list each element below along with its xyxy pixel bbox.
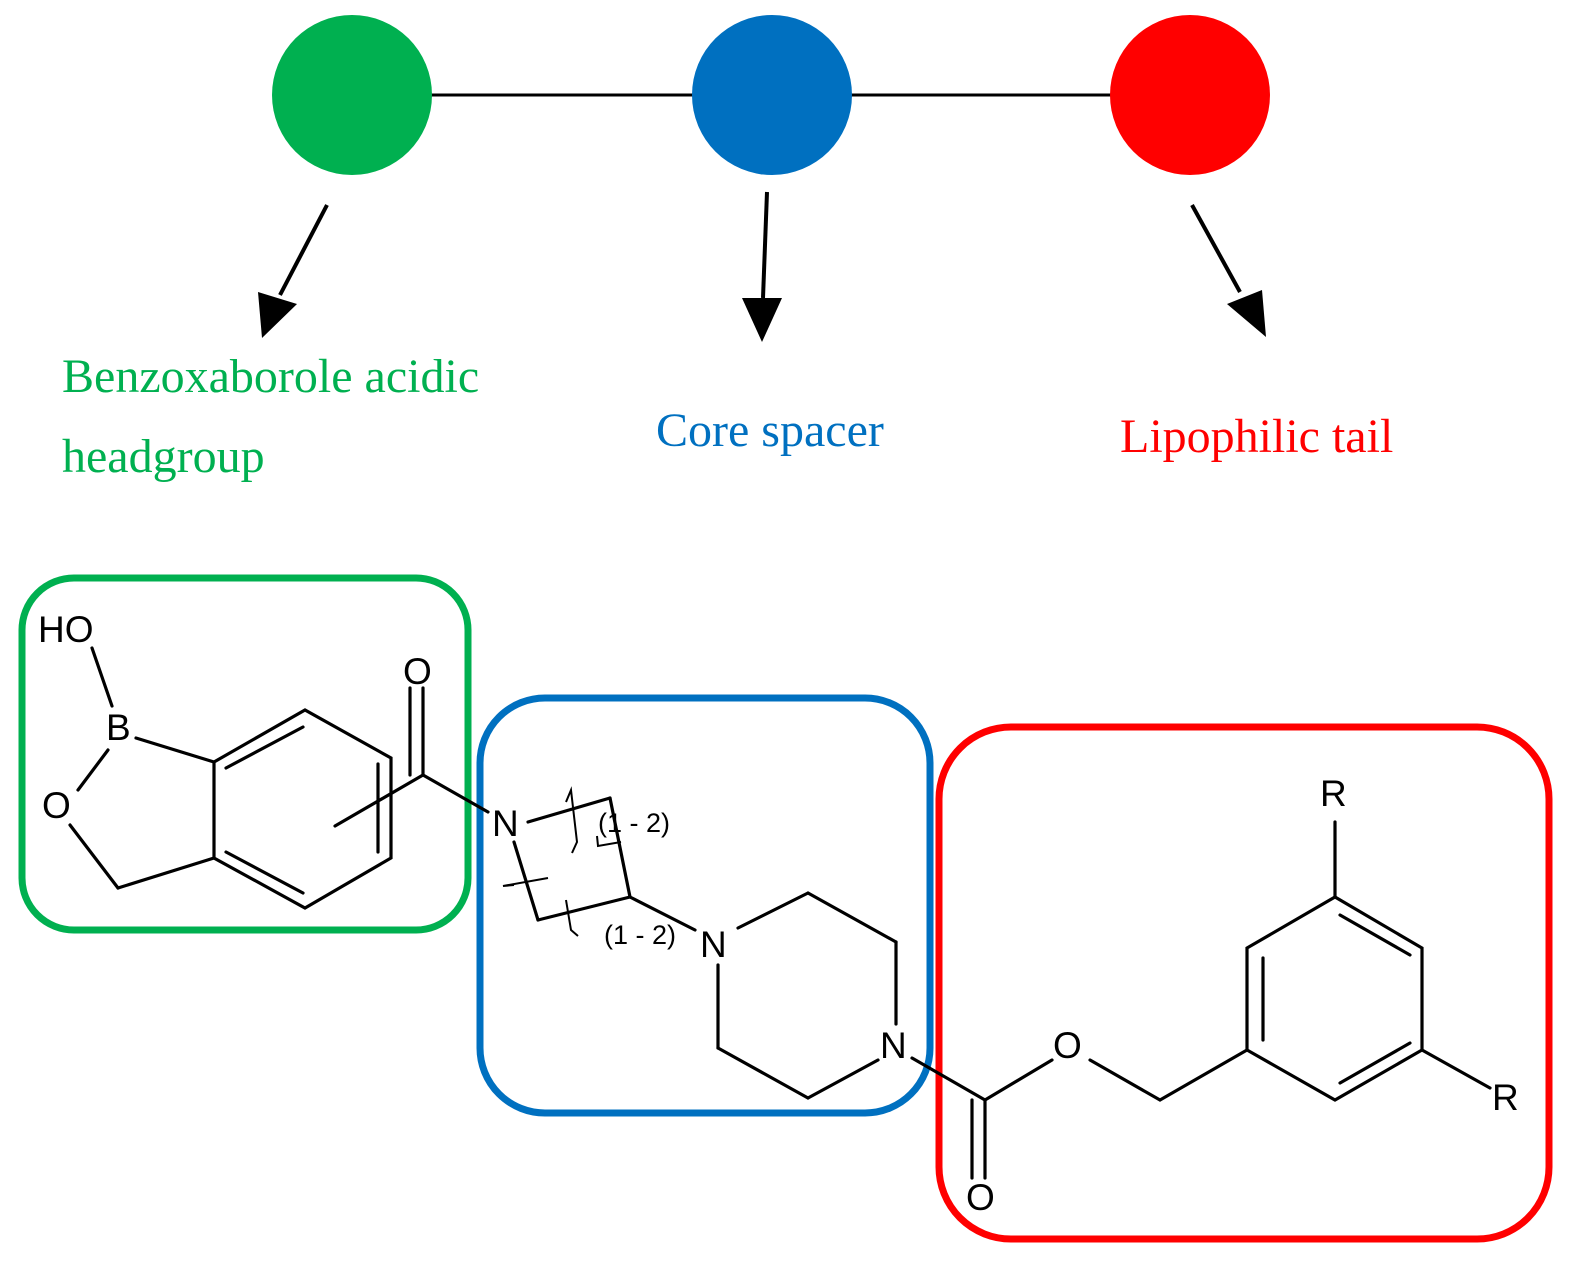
headgroup-box xyxy=(18,574,472,934)
spacer-arrow xyxy=(742,191,782,342)
atom-azetidine-nitrogen: N xyxy=(492,803,519,844)
spacer-node xyxy=(692,15,852,175)
headgroup-arrow xyxy=(258,204,329,338)
atom-boron: B xyxy=(106,707,131,748)
spacer-box xyxy=(476,694,934,1117)
tail-label: Lipophilic tail xyxy=(1120,410,1393,463)
repeat-label-lower: (1 - 2) xyxy=(604,920,676,950)
molecule-bonds xyxy=(68,646,1492,1180)
tail-node xyxy=(1110,15,1270,175)
atom-substituent-r-right: R xyxy=(1492,1077,1519,1118)
atom-ester-oxygen: O xyxy=(1053,1025,1082,1066)
atom-piperazine-nitrogen-1: N xyxy=(700,924,727,965)
atom-carbonyl-oxygen-2: O xyxy=(966,1177,995,1218)
headgroup-label-line1: Benzoxaborole acidic xyxy=(62,350,479,403)
tail-arrow xyxy=(1190,204,1266,337)
tail-box xyxy=(935,723,1553,1243)
repeat-brackets xyxy=(502,786,622,937)
atom-hydroxyl: HO xyxy=(38,609,94,650)
atom-piperazine-nitrogen-2: N xyxy=(880,1025,907,1066)
repeat-label-upper: (1 - 2) xyxy=(598,808,670,838)
headgroup-node xyxy=(272,15,432,175)
headgroup-label-line2: headgroup xyxy=(62,430,265,483)
spacer-label: Core spacer xyxy=(656,404,884,457)
atom-ring-oxygen: O xyxy=(42,785,71,826)
atom-substituent-r-top: R xyxy=(1320,773,1347,814)
atom-carbonyl-oxygen-1: O xyxy=(403,651,432,692)
